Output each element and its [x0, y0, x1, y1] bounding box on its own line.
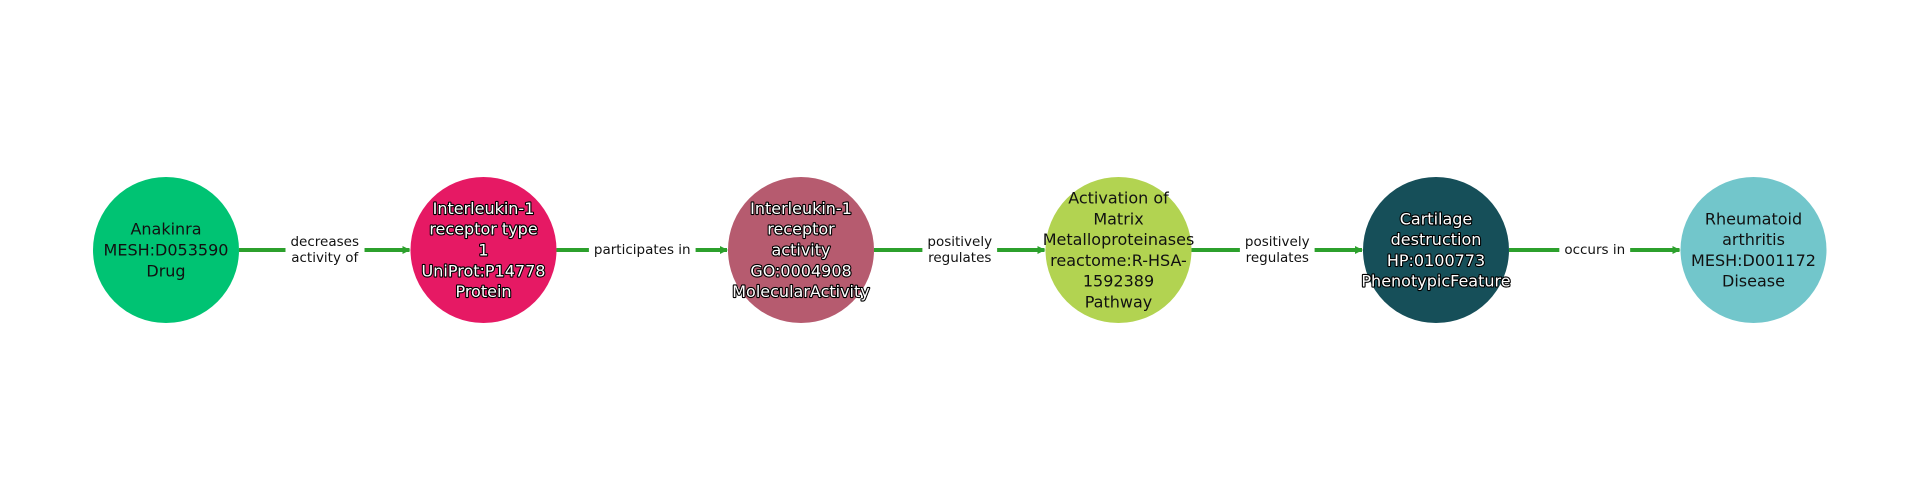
edge-label-line: regulates — [928, 250, 991, 266]
node-circle[interactable] — [1680, 177, 1827, 323]
node-label-line: Cartilage — [1400, 209, 1473, 228]
node-label-line: MESH:D001172 — [1691, 251, 1816, 270]
node-label-line: activity — [772, 241, 831, 260]
edge-label-line: participates in — [594, 242, 691, 258]
node-label-line: UniProt:P14778 — [422, 261, 546, 280]
edge-label-background — [1559, 240, 1631, 260]
node-label-line: Protein — [455, 282, 511, 301]
node-label-line: Pathway — [1085, 293, 1153, 312]
node-label-line: MESH:D053590 — [104, 241, 229, 260]
node-label-line: Anakinra — [130, 220, 201, 239]
node-label-line: MolecularActivity — [732, 282, 869, 301]
node-label-line: destruction — [1391, 230, 1482, 249]
edge-label-line: activity of — [291, 250, 359, 266]
edge-n5-n6: occurs in — [1509, 240, 1681, 260]
node-molecularactivity[interactable]: Interleukin-1 receptor activityGO:0004908M… — [728, 177, 874, 323]
node-label-line: PhenotypicFeature — [1361, 272, 1510, 291]
node-label-line: Disease — [1722, 272, 1785, 291]
node-label-line: HP:0100773 — [1387, 251, 1485, 270]
node-circle[interactable] — [93, 177, 239, 323]
edge-label-line: decreases — [290, 234, 359, 250]
node-label-line: Rheumatoid — [1705, 209, 1802, 228]
node-label-line: Activation of — [1068, 189, 1169, 208]
node-label-line: Matrix — [1093, 209, 1143, 228]
node-circle[interactable] — [728, 177, 874, 323]
edge-label-line: positively — [1245, 234, 1310, 250]
node-label-line: receptor — [767, 220, 835, 239]
edge-label-line: occurs in — [1564, 242, 1625, 258]
edge-label-line: positively — [927, 234, 992, 250]
node-protein[interactable]: Interleukin-1 receptor type 1UniProt:P1477… — [410, 177, 557, 323]
node-label-line: receptor type — [429, 220, 537, 239]
node-label-line: GO:0004908 — [750, 261, 851, 280]
node-circle[interactable] — [1363, 177, 1509, 323]
edge-label-background — [285, 232, 365, 268]
node-label-line: Metalloproteinases — [1043, 230, 1195, 249]
node-label-line: 1592389 — [1083, 272, 1154, 291]
node-label-line: 1 — [478, 241, 488, 260]
node-label-line: Drug — [146, 261, 185, 280]
node-label-line: arthritis — [1722, 230, 1785, 249]
node-phenotypicfeature[interactable]: Cartilage destructionHP:0100773Phenotypic… — [1360, 177, 1512, 323]
node-label-line: reactome:R-HSA- — [1050, 251, 1187, 270]
edge-label-background — [922, 232, 998, 268]
edge-label-line: regulates — [1246, 250, 1309, 266]
node-label-line: Interleukin-1 — [750, 199, 852, 218]
node-circle[interactable] — [410, 177, 557, 323]
edge-n2-n3: participates in — [556, 240, 728, 260]
edge-label-background — [588, 240, 696, 260]
edge-label: occurs in — [1559, 240, 1631, 260]
node-label-line: Interleukin-1 — [433, 199, 535, 218]
node-circle[interactable] — [1045, 177, 1192, 323]
edge-label: participates in — [588, 240, 696, 260]
edge-label-background — [1239, 232, 1315, 268]
